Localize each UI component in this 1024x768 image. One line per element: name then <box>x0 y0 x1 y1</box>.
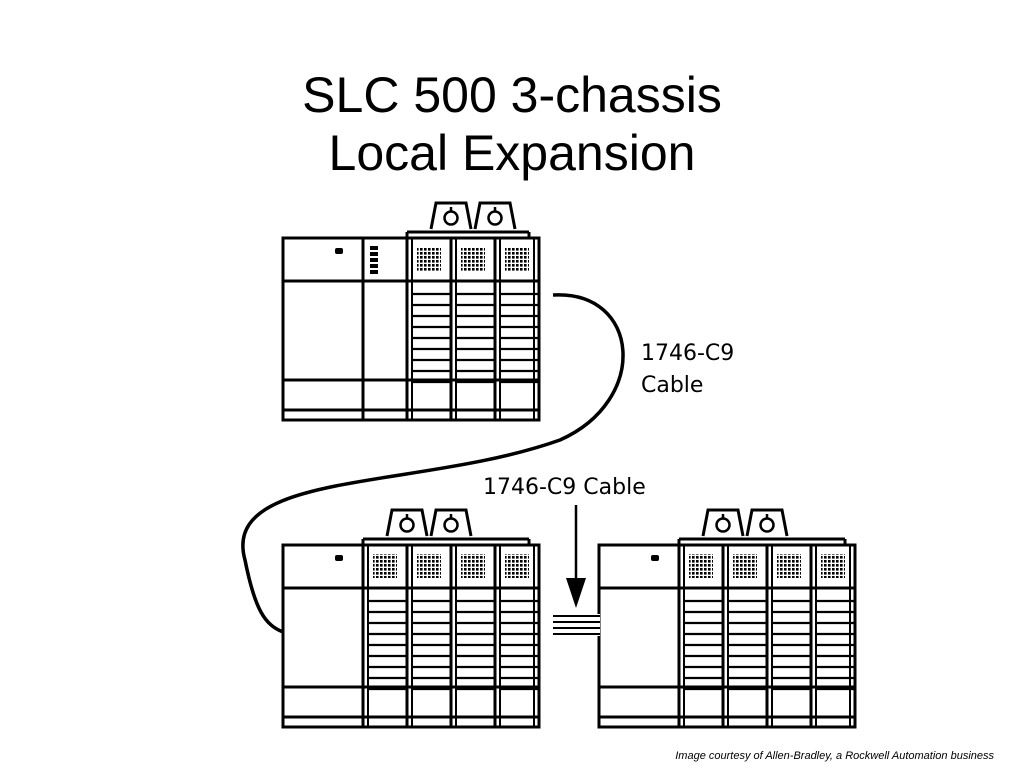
io-module <box>405 238 451 420</box>
chassis-3 <box>597 508 857 729</box>
page-title: SLC 500 3-chassis Local Expansion <box>0 66 1024 182</box>
cable-label-top-line1: 1746-C9 <box>641 341 734 366</box>
title-line-1: SLC 500 3-chassis <box>302 67 722 123</box>
expansion-cable-1 <box>241 293 625 634</box>
io-module <box>449 545 495 727</box>
io-module <box>493 545 539 727</box>
io-module <box>493 238 539 420</box>
cable-arrow <box>566 505 586 608</box>
cable-label-middle: 1746-C9 Cable <box>483 475 646 500</box>
expansion-cable-2 <box>553 614 600 636</box>
io-module <box>405 545 451 727</box>
title-line-2: Local Expansion <box>328 125 696 181</box>
io-module <box>449 238 495 420</box>
io-module <box>677 545 723 727</box>
cable-label-top-line2: Cable <box>641 373 703 398</box>
io-module <box>361 545 407 727</box>
io-module <box>721 545 767 727</box>
io-module <box>765 545 811 727</box>
image-credit: Image courtesy of Allen-Bradley, a Rockw… <box>675 750 994 762</box>
io-module <box>809 545 855 727</box>
chassis-2 <box>281 508 541 729</box>
chassis-1 <box>281 201 541 422</box>
